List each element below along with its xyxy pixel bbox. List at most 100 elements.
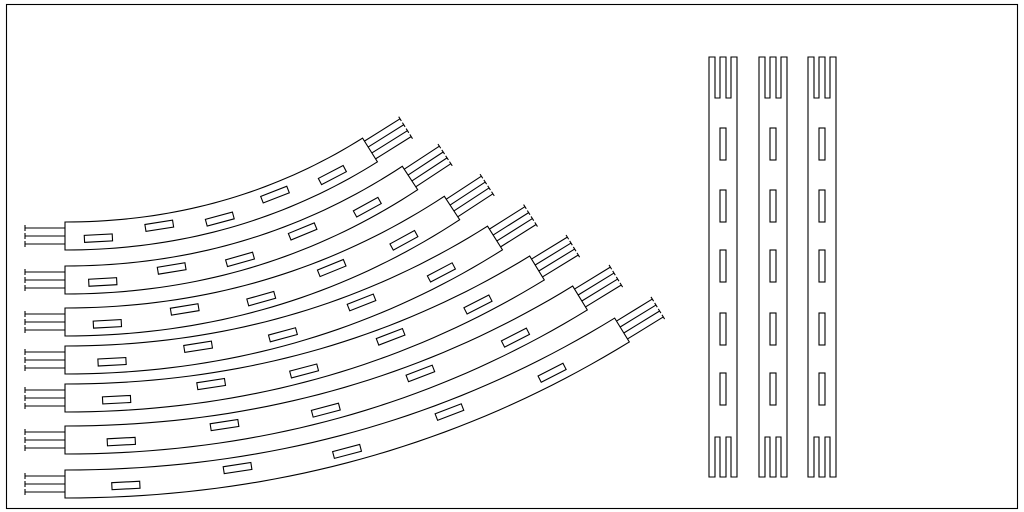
- strip-slot: [719, 127, 727, 161]
- finger-lead: [531, 236, 568, 260]
- finger-lead: [574, 266, 611, 290]
- finger-tick: [483, 179, 488, 185]
- strip-slot: [463, 294, 493, 315]
- curved-strip: [24, 234, 581, 413]
- finger-lead: [492, 212, 529, 236]
- finger-tick: [526, 210, 531, 216]
- finger-lead: [367, 124, 405, 148]
- strip-slot: [289, 363, 320, 379]
- strip-slot: [346, 293, 377, 312]
- finger-tick: [657, 308, 662, 314]
- strip-slot: [769, 249, 777, 283]
- finger-lead: [538, 248, 575, 272]
- strip-slot: [88, 277, 118, 287]
- strip-slot: [719, 372, 727, 406]
- straight-strip: [807, 56, 837, 478]
- straight-strips-group: [708, 56, 837, 478]
- finger-tick: [565, 234, 570, 240]
- strip-slot: [183, 340, 214, 354]
- finger-lead: [489, 206, 526, 230]
- strip-slot: [434, 403, 465, 422]
- curved-strip: [24, 204, 538, 375]
- strip-slot: [426, 262, 457, 283]
- finger-lead: [534, 242, 572, 266]
- strip-outline: [758, 56, 788, 478]
- strip-slot: [83, 233, 114, 243]
- finger-lead: [453, 187, 490, 212]
- finger-lead: [411, 157, 448, 182]
- strip-slot: [111, 480, 141, 491]
- strip-slot: [156, 262, 187, 275]
- strip-slot: [316, 258, 347, 278]
- strip-slot: [204, 211, 235, 227]
- strip-slot: [769, 372, 777, 406]
- finger-lead: [449, 181, 486, 206]
- strip-body: [64, 317, 631, 499]
- strip-slot: [537, 362, 567, 384]
- finger-tick: [409, 134, 413, 140]
- strip-slot: [97, 356, 127, 367]
- finger-tick: [569, 240, 573, 246]
- strip-slot: [209, 418, 240, 432]
- finger-lead: [577, 272, 615, 296]
- finger-lead: [623, 310, 660, 334]
- strip-slot: [352, 196, 383, 218]
- strip-slot: [818, 249, 826, 283]
- finger-lead: [407, 151, 444, 176]
- strip-slot: [405, 364, 436, 383]
- finger-tick: [523, 204, 527, 210]
- strip-body: [64, 195, 461, 337]
- finger-tick: [441, 149, 446, 155]
- finger-lead: [375, 136, 412, 160]
- finger-lead: [500, 224, 537, 248]
- strip-slot: [317, 164, 348, 186]
- strip-slot: [222, 461, 253, 475]
- straight-strip: [758, 56, 788, 478]
- strip-slot: [818, 312, 826, 346]
- strip-body: [64, 165, 419, 295]
- strip-slot: [144, 219, 175, 233]
- finger-lead: [403, 145, 440, 170]
- strip-slot: [92, 319, 123, 329]
- strip-slot: [267, 327, 299, 343]
- finger-lead: [496, 218, 533, 242]
- strip-slot: [169, 303, 200, 316]
- strip-slot: [719, 312, 727, 346]
- finger-tick: [619, 282, 624, 288]
- strip-body: [64, 137, 379, 251]
- finger-tick: [530, 216, 535, 221]
- strip-slot: [389, 229, 419, 251]
- finger-tick: [572, 246, 577, 252]
- strip-slot: [331, 443, 363, 460]
- curved-strip: [24, 173, 495, 337]
- finger-tick: [534, 222, 538, 227]
- curved-strip: [24, 116, 413, 251]
- finger-lead: [616, 298, 653, 322]
- strip-slot: [101, 394, 132, 405]
- strip-slot: [106, 436, 137, 447]
- finger-lead: [585, 284, 622, 308]
- finger-tick: [398, 116, 402, 122]
- finger-tick: [654, 302, 658, 308]
- finger-lead: [445, 175, 482, 200]
- strip-outline: [708, 56, 738, 478]
- finger-lead: [415, 163, 452, 188]
- finger-tick: [445, 155, 449, 161]
- drawing-border: [5, 3, 1019, 510]
- strip-slot: [259, 185, 291, 204]
- strip-slot: [769, 189, 777, 223]
- strip-body: [64, 255, 546, 413]
- strip-outline: [807, 56, 837, 478]
- finger-lead: [364, 118, 401, 142]
- curved-strip: [24, 264, 624, 455]
- finger-tick: [479, 173, 484, 179]
- finger-lead: [619, 304, 657, 328]
- finger-tick: [487, 185, 491, 191]
- strip-slot: [196, 377, 227, 391]
- curved-strip: [24, 296, 666, 499]
- finger-tick: [576, 252, 581, 258]
- strip-slot: [310, 402, 341, 418]
- strip-slot: [246, 290, 277, 307]
- strip-slot: [287, 222, 318, 241]
- finger-tick: [608, 264, 613, 270]
